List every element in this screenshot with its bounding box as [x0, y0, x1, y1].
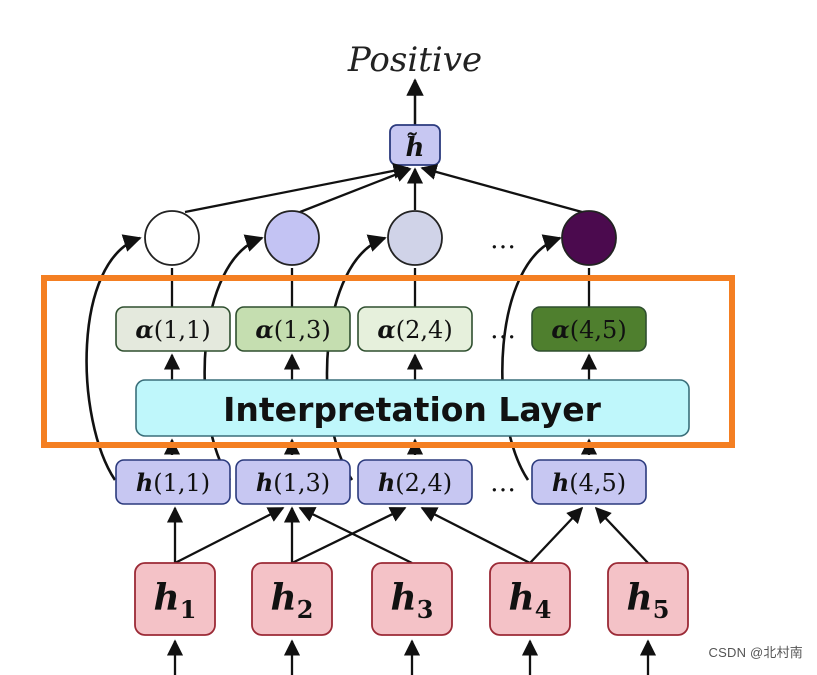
input-nodes: h1 h2 h3 h4 h5	[134, 562, 689, 636]
output-label: Positive	[347, 40, 482, 80]
alpha-node: α(1,3)	[235, 306, 351, 352]
alpha-node-label: α(4,5)	[551, 315, 626, 344]
input-node-label: h4	[509, 577, 552, 624]
highlight-frame	[41, 275, 735, 448]
input-node: h1	[134, 562, 216, 636]
weighted-circle	[387, 210, 443, 266]
layer-to-alpha-edges	[163, 353, 598, 380]
input-arrows	[166, 639, 657, 675]
alpha-to-circle-edges	[170, 268, 591, 307]
watermark: CSDN @北村南	[708, 645, 803, 660]
input-node: h3	[371, 562, 453, 636]
span-node-label: h(2,4)	[378, 468, 452, 497]
span-node-label: h(4,5)	[552, 468, 626, 497]
span-node: h(2,4)	[357, 459, 473, 505]
alpha-node: α(4,5)	[531, 306, 647, 352]
interpretation-layer-label: Interpretation Layer	[223, 390, 601, 429]
weighted-circle	[144, 210, 200, 266]
alpha-node: α(1,1)	[115, 306, 231, 352]
span-node: h(1,1)	[115, 459, 231, 505]
interpretation-layer: Interpretation Layer	[135, 379, 690, 437]
span-node: h(1,3)	[235, 459, 351, 505]
span-node: h(4,5)	[531, 459, 647, 505]
weighted-circle	[264, 210, 320, 266]
span-node-label: h(1,3)	[256, 468, 330, 497]
span-nodes: h(1,1) h(1,3) h(2,4) h(4,5)	[115, 459, 647, 505]
input-node: h4	[489, 562, 571, 636]
span-ellipsis: …	[490, 468, 516, 498]
weighted-circle	[561, 210, 617, 266]
input-node: h5	[607, 562, 689, 636]
alpha-nodes: α(1,1) α(1,3) α(2,4) α(4,5)	[115, 306, 647, 352]
input-node-label: h2	[271, 577, 314, 624]
input-node-label: h5	[627, 577, 670, 624]
weighted-circles	[144, 210, 617, 266]
span-node-label: h(1,1)	[136, 468, 210, 497]
alpha-node-label: α(1,1)	[135, 315, 210, 344]
pooled-node: h̃	[389, 124, 441, 166]
input-node-label: h3	[391, 577, 434, 624]
input-to-span-edges	[166, 506, 649, 565]
alpha-node-label: α(2,4)	[377, 315, 452, 344]
pooled-node-label: h̃	[406, 132, 425, 163]
circle-to-pooled-edges	[184, 162, 583, 214]
alpha-ellipsis: …	[490, 315, 516, 345]
input-node: h2	[251, 562, 333, 636]
alpha-node-label: α(1,3)	[255, 315, 330, 344]
circles-ellipsis: …	[490, 225, 516, 255]
alpha-node: α(2,4)	[357, 306, 473, 352]
input-node-label: h1	[154, 577, 197, 624]
